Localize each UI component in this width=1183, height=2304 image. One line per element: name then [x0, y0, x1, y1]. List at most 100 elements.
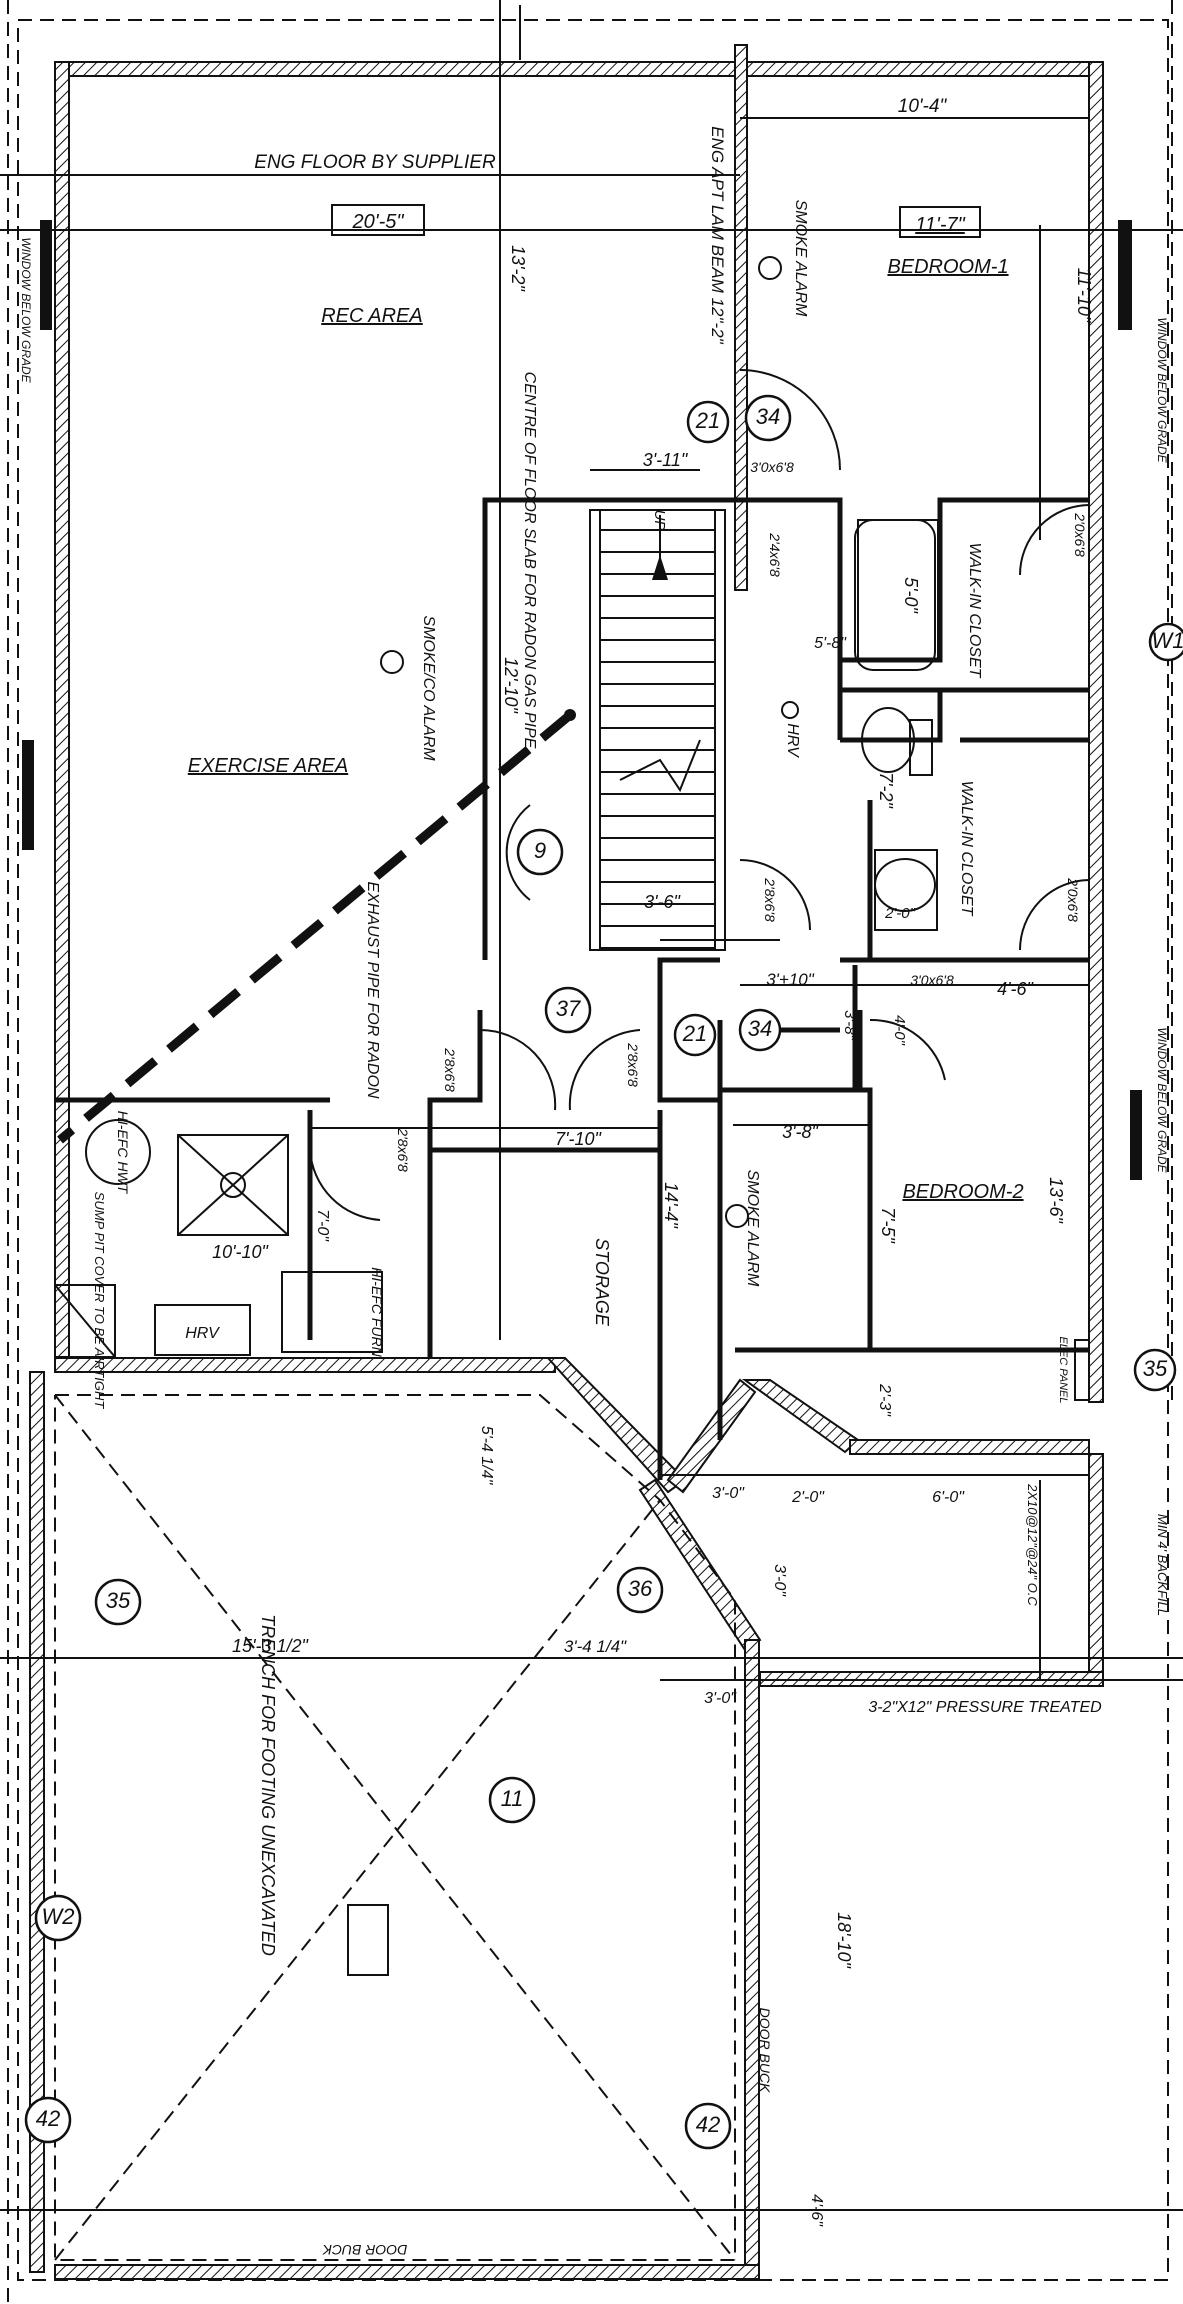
- dim: 2'-3": [876, 1383, 893, 1417]
- dim: 2'8x6'8: [625, 1042, 641, 1087]
- dimension-lines: [0, 0, 1183, 2211]
- trench-area: [54, 1394, 736, 2261]
- dim: 14'-4": [661, 1182, 681, 1229]
- dim: 3'-8": [841, 1010, 858, 1041]
- dim: 7'-0": [314, 1209, 331, 1242]
- dim: 13'-6": [1046, 1177, 1066, 1224]
- svg-text:21: 21: [695, 408, 720, 433]
- label-door-buck-1: DOOR BUCK: [757, 2008, 773, 2093]
- label-smoke-alarm-2: SMOKE ALARM: [744, 1170, 761, 1287]
- alarm-symbols: [380, 256, 799, 1228]
- label-window-below-grade-1: WINDOW BELOW GRADE: [19, 237, 33, 383]
- svg-text:35: 35: [106, 1588, 131, 1613]
- dim: 4'-6": [808, 2194, 825, 2227]
- tag-36: 36: [616, 1566, 664, 1614]
- svg-text:9: 9: [534, 838, 546, 863]
- label-door-buck-2: DOOR BUCK: [322, 2242, 407, 2258]
- label-trench: TRENCH FOR FOOTING UNEXCAVATED: [258, 1614, 278, 1956]
- tag-42: 42: [24, 2096, 72, 2144]
- label-sump: SUMP PIT COVER TO BE AIRTIGHT: [92, 1192, 107, 1410]
- dim: 2'0x6'8: [1065, 877, 1081, 922]
- dim: 3'-8": [782, 1122, 819, 1142]
- dim: 2'8x6'8: [395, 1127, 411, 1172]
- tag-w2: W2: [34, 1894, 82, 1942]
- tag-34: 34: [744, 394, 792, 442]
- callout-tags: 21 34 9 37 21 34 36 35 11 W2 42 42 35 W1: [24, 394, 1183, 2150]
- dim: 2'-0": [791, 1489, 825, 1506]
- label-bedroom-2: BEDROOM-2: [902, 1181, 1023, 1203]
- tag-w1: W1: [1148, 622, 1183, 662]
- dim: 5'-0": [901, 577, 921, 614]
- dim: 3'0x6'8: [910, 972, 954, 988]
- label-storage: STORAGE: [592, 1238, 612, 1327]
- dim: 18'-10": [834, 1912, 854, 1969]
- dim: 2'8x6'8: [442, 1047, 458, 1092]
- dim: 6'-0": [932, 1489, 965, 1506]
- label-hrv-2: HRV: [185, 1325, 220, 1342]
- tag-21: 21: [686, 400, 730, 444]
- svg-text:W2: W2: [42, 1904, 75, 1929]
- label-up: UP: [651, 510, 668, 531]
- svg-text:34: 34: [756, 404, 780, 429]
- fixtures: [54, 519, 1090, 1401]
- tag-9: 9: [516, 828, 564, 876]
- label-pressure-treated: 3-2"X12" PRESSURE TREATED: [868, 1699, 1102, 1716]
- dim: 11'-10": [1074, 268, 1094, 324]
- room-labels: REC AREA EXERCISE AREA BEDROOM-1 BEDROOM…: [19, 126, 1170, 2258]
- dim: 2'-0": [884, 905, 916, 922]
- dim: 4'-6": [997, 979, 1034, 999]
- dim: 20'-5": [352, 211, 405, 233]
- label-hrv-1: HRV: [784, 723, 801, 758]
- label-exercise-area: EXERCISE AREA: [188, 755, 348, 777]
- dim: 3'-6": [644, 892, 681, 912]
- dim: 3'+10": [766, 970, 815, 989]
- dim: 5'-8": [814, 635, 847, 652]
- tag-34b: 34: [738, 1008, 782, 1052]
- dim: 3'-4 1/4": [564, 1637, 627, 1656]
- dim: 12'-10": [501, 657, 521, 714]
- dim: 5'-4 1/4": [478, 1426, 495, 1486]
- tag-35b: 35: [1133, 1348, 1177, 1392]
- svg-text:42: 42: [36, 2106, 60, 2131]
- dim: 3'-0": [704, 1690, 737, 1707]
- dim: 7'-10": [555, 1129, 602, 1149]
- label-hi-efc-furn: HI-EFC FURN: [369, 1267, 385, 1357]
- stair: [589, 509, 726, 951]
- label-joists: 2X10@12"@24" O.C: [1025, 1483, 1040, 1606]
- dim: 7'-5": [878, 1207, 898, 1244]
- foundation-walls: [29, 61, 1104, 2281]
- dim: 3'0x6'8: [750, 459, 794, 475]
- dim: 3'-0": [771, 1564, 788, 1597]
- dim: 13'-2": [508, 245, 528, 292]
- label-window-below-grade-2: WINDOW BELOW GRADE: [1155, 317, 1169, 463]
- dim: 3'-0": [712, 1485, 745, 1502]
- dim: 11'-7": [915, 214, 965, 236]
- windows: [22, 220, 1142, 1180]
- tag-37: 37: [544, 986, 592, 1034]
- tag-35: 35: [94, 1578, 142, 1626]
- svg-text:42: 42: [696, 2112, 720, 2137]
- door-swings: [309, 369, 1090, 1221]
- interior-walls: [55, 44, 1089, 1480]
- label-min-backfill: MIN 4' BACKFILL: [1155, 1514, 1170, 1616]
- dim: 4'-0": [891, 1015, 908, 1046]
- label-walkin-closet-1: WALK-IN CLOSET: [966, 543, 983, 679]
- svg-text:37: 37: [556, 996, 581, 1021]
- label-smoke-co-alarm: SMOKE/CO ALARM: [420, 615, 437, 761]
- svg-text:34: 34: [748, 1016, 772, 1041]
- label-smoke-alarm-1: SMOKE ALARM: [792, 200, 809, 317]
- label-radon-pipe: CENTRE OF FLOOR SLAB FOR RADON GAS PIPE: [521, 372, 538, 749]
- tag-21b: 21: [673, 1013, 717, 1057]
- svg-text:35: 35: [1143, 1356, 1168, 1381]
- dim: 15'-3 1/2": [232, 1636, 309, 1656]
- label-eng-floor: ENG FLOOR BY SUPPLIER: [254, 152, 496, 173]
- svg-text:W1: W1: [1152, 628, 1183, 653]
- label-window-below-grade-3: WINDOW BELOW GRADE: [1155, 1027, 1169, 1173]
- tag-42b: 42: [684, 2102, 732, 2150]
- dim: 10'-10": [212, 1242, 269, 1262]
- label-eng-beam: ENG APT LAM BEAM 12"-2": [708, 126, 727, 344]
- label-bedroom-1: BEDROOM-1: [887, 256, 1008, 278]
- svg-text:21: 21: [682, 1021, 707, 1046]
- label-exhaust-radon: EXHAUST PIPE FOR RADON: [364, 882, 381, 1099]
